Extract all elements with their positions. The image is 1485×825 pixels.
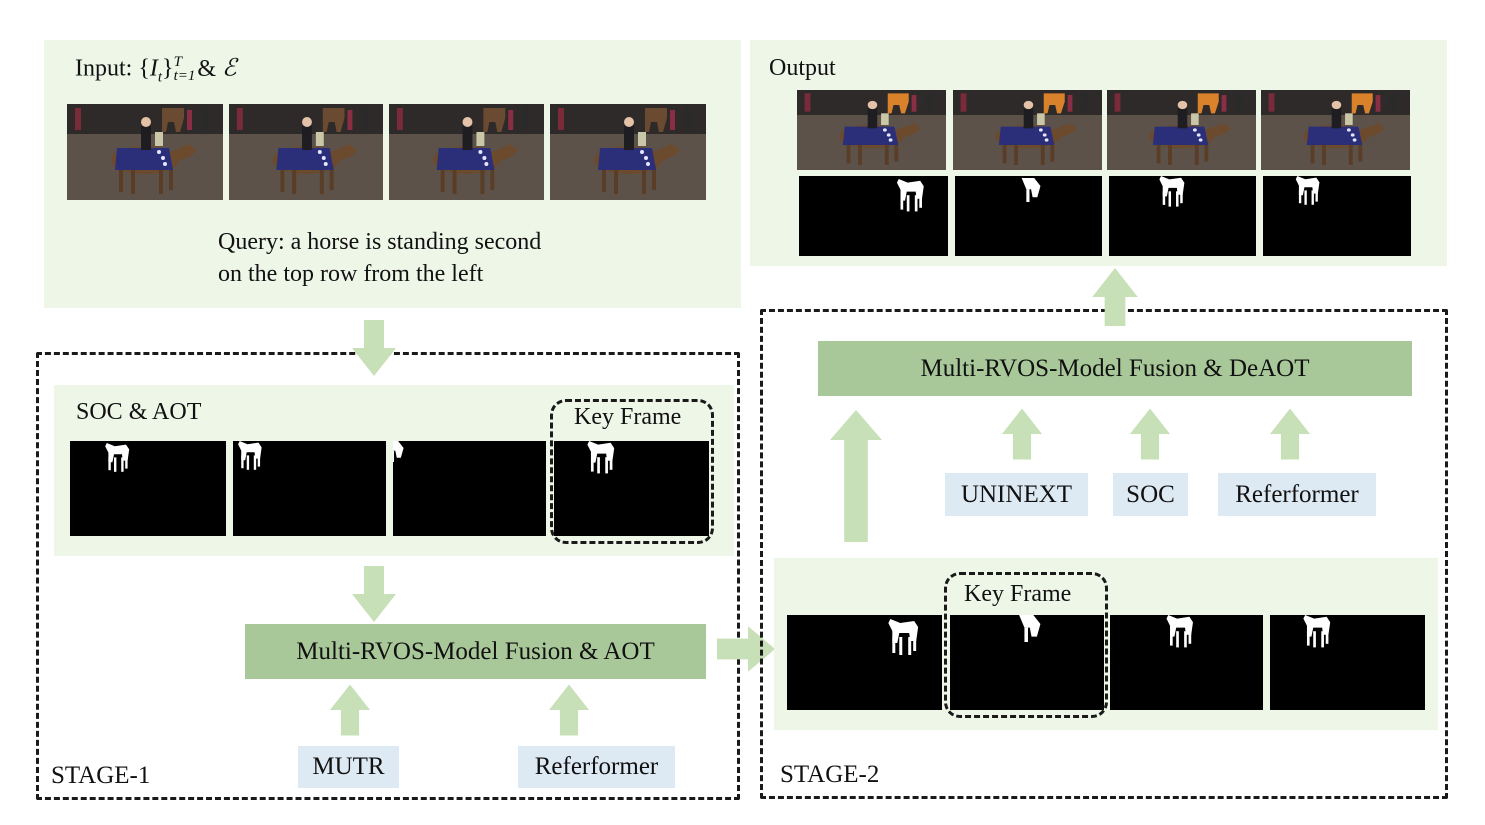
arrow-down-icon <box>352 320 396 376</box>
arrow-up-icon <box>330 682 370 738</box>
formula-sub: t <box>157 69 163 86</box>
output-mask-1 <box>799 176 948 256</box>
output-title: Output <box>769 55 836 81</box>
input-frame-3 <box>389 104 544 200</box>
stage2-fusion-box: Multi-RVOS-Model Fusion & DeAOT <box>818 341 1412 396</box>
output-frame-3 <box>1107 90 1256 170</box>
stage2-mask-2 <box>950 615 1104 710</box>
stage1-key-frame-label: Key Frame <box>568 405 688 429</box>
output-frame-2 <box>953 90 1102 170</box>
output-mask-2 <box>955 176 1102 256</box>
formula-sup: T <box>173 54 182 70</box>
model-uninext: UNINEXT <box>945 473 1088 516</box>
stage1-mask-3 <box>393 441 546 536</box>
arrow-down-icon <box>349 566 399 622</box>
formula-expression: ℰ <box>222 55 237 82</box>
stage2-key-frame-box <box>944 572 1108 718</box>
stage2-mask-1 <box>787 615 942 710</box>
formula-range: t=1 <box>173 67 196 84</box>
output-frame-1 <box>797 90 946 170</box>
stage2-box <box>760 309 1448 799</box>
formula-amp: & <box>197 55 217 82</box>
input-frame-4 <box>550 104 706 200</box>
arrow-up-icon <box>1089 268 1141 326</box>
arrow-up-icon <box>549 682 589 738</box>
stage2-key-frame-label: Key Frame <box>958 582 1078 606</box>
stage1-mask-2 <box>233 441 386 536</box>
query-line-2: on the top row from the left <box>218 261 484 287</box>
model-mutr: MUTR <box>298 746 399 788</box>
model-referformer-stage1: Referformer <box>518 746 675 788</box>
stage1-mask-4 <box>554 441 709 536</box>
formula-var: I <box>149 55 158 82</box>
arrow-up-icon <box>830 410 882 542</box>
stage1-fusion-box: Multi-RVOS-Model Fusion & AOT <box>245 624 706 679</box>
stage1-mask-1 <box>70 441 226 536</box>
output-mask-4 <box>1263 176 1411 256</box>
formula-close: } <box>162 55 174 82</box>
stage1-label: STAGE-1 <box>51 762 151 789</box>
model-soc: SOC <box>1113 473 1188 516</box>
input-frame-1 <box>67 104 223 200</box>
output-mask-3 <box>1109 176 1256 256</box>
query-line-1: Query: a horse is standing second <box>218 229 542 255</box>
arrow-up-icon <box>1270 406 1310 462</box>
output-frame-4 <box>1261 90 1410 170</box>
input-frame-2 <box>229 104 383 200</box>
stage1-key-frame-box <box>550 399 714 544</box>
model-referformer-stage2: Referformer <box>1218 473 1376 516</box>
soc-aot-title: SOC & AOT <box>76 399 202 425</box>
stage2-label: STAGE-2 <box>780 761 880 788</box>
stage2-mask-3 <box>1110 615 1263 710</box>
arrow-up-icon <box>1130 406 1170 462</box>
arrow-up-icon <box>1002 406 1042 462</box>
stage2-mask-4 <box>1270 615 1425 710</box>
formula-prefix: Input: { <box>75 55 150 82</box>
